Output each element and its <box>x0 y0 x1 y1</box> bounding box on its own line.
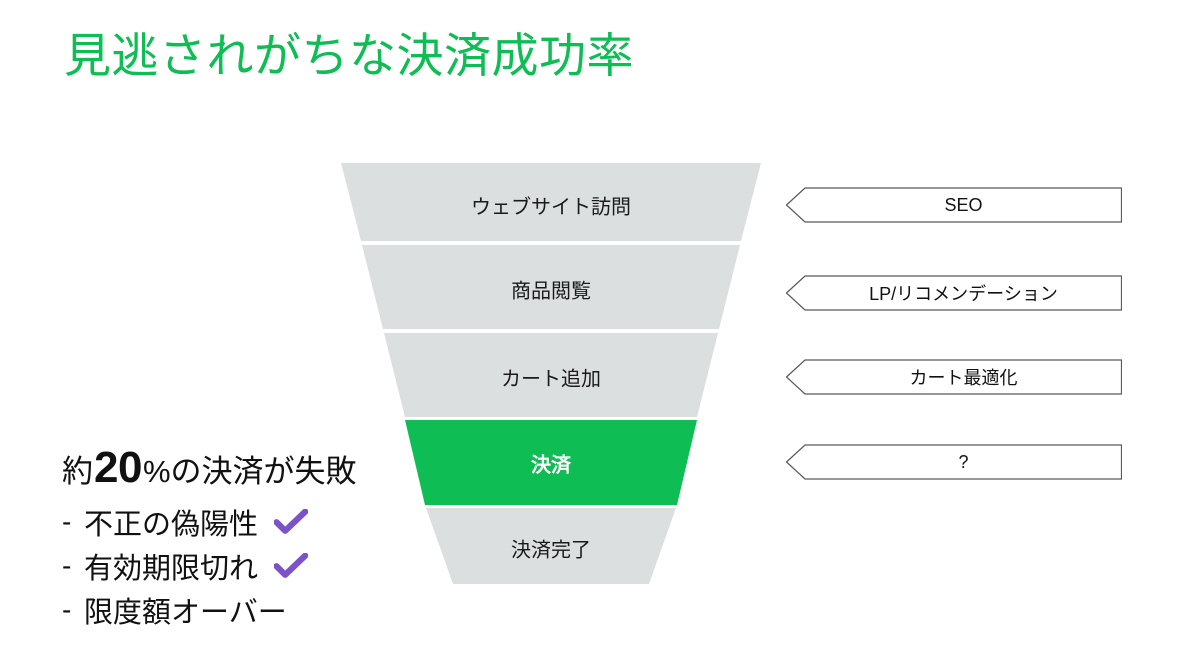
arrow-shape <box>786 444 1122 480</box>
callout-label-2: LP/リコメンデーション <box>869 284 1058 304</box>
failure-rate-statistic: 約 20 % の決済が失敗 <box>62 443 357 493</box>
callout-label-1: SEO <box>944 194 983 215</box>
stat-unit: % <box>142 454 171 489</box>
arrow-shape <box>786 359 1122 395</box>
funnel-segment-4 <box>405 420 697 505</box>
callout-label-4: ? <box>958 451 969 472</box>
funnel-segment-5 <box>426 508 676 584</box>
stat-suffix: の決済が失敗 <box>170 454 357 489</box>
bullet-label: 不正の偽陽性 <box>84 509 259 541</box>
bullet-dash: - <box>62 506 72 537</box>
funnel-segment-2 <box>362 245 740 329</box>
bullet-dash: - <box>62 594 72 625</box>
page-title: 見逃されがちな決済成功率 <box>64 29 634 82</box>
check-icon <box>274 509 309 535</box>
failure-reason-list: - 不正の偽陽性 - 有効期限切れ - 限度額オーバー <box>62 500 402 632</box>
list-item: - 限度額オーバー <box>62 588 402 632</box>
arrow-shape <box>786 275 1122 311</box>
funnel-segment-1 <box>341 163 761 241</box>
callout-arrow-4: ? <box>786 444 1122 480</box>
list-item: - 有効期限切れ <box>62 544 402 588</box>
bullet-label: 有効期限切れ <box>84 553 259 585</box>
arrow-shape <box>786 187 1122 223</box>
callout-arrow-3: カート最適化 <box>786 359 1122 395</box>
stat-prefix: 約 <box>62 454 93 489</box>
list-item: - 不正の偽陽性 <box>62 500 402 544</box>
funnel-segment-3 <box>384 333 718 417</box>
callout-arrow-2: LP/リコメンデーション <box>786 275 1122 311</box>
bullet-label: 限度額オーバー <box>84 597 287 629</box>
callout-arrow-1: SEO <box>786 187 1122 223</box>
check-icon <box>274 553 309 579</box>
stat-number: 20 <box>94 443 142 492</box>
conversion-funnel: ウェブサイト訪問 商品閲覧 カート追加 決済 決済完了 <box>341 163 761 584</box>
callout-label-3: カート最適化 <box>909 368 1018 388</box>
bullet-dash: - <box>62 550 72 581</box>
